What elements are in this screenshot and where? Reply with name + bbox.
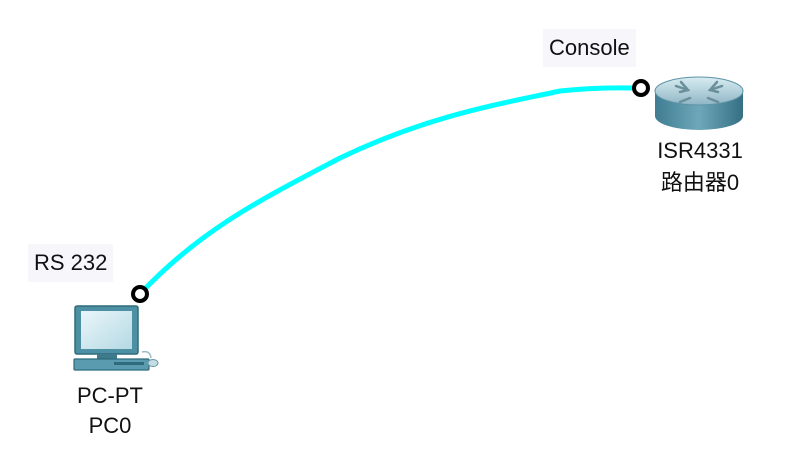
pc-name-label: PC0 bbox=[88, 413, 132, 438]
rs232-port-label: RS 232 bbox=[28, 244, 114, 282]
rs232-port-endpoint[interactable] bbox=[131, 285, 149, 303]
pc-icon[interactable] bbox=[73, 305, 159, 371]
pc-model-label: PC-PT bbox=[77, 383, 143, 408]
router-icon[interactable] bbox=[654, 76, 744, 130]
console-cable-link[interactable] bbox=[137, 85, 644, 297]
router-name-label: 路由器0 bbox=[660, 170, 740, 195]
console-port-endpoint[interactable] bbox=[632, 79, 650, 97]
router-model-label: ISR4331 bbox=[657, 138, 743, 163]
console-port-label: Console bbox=[543, 29, 636, 67]
